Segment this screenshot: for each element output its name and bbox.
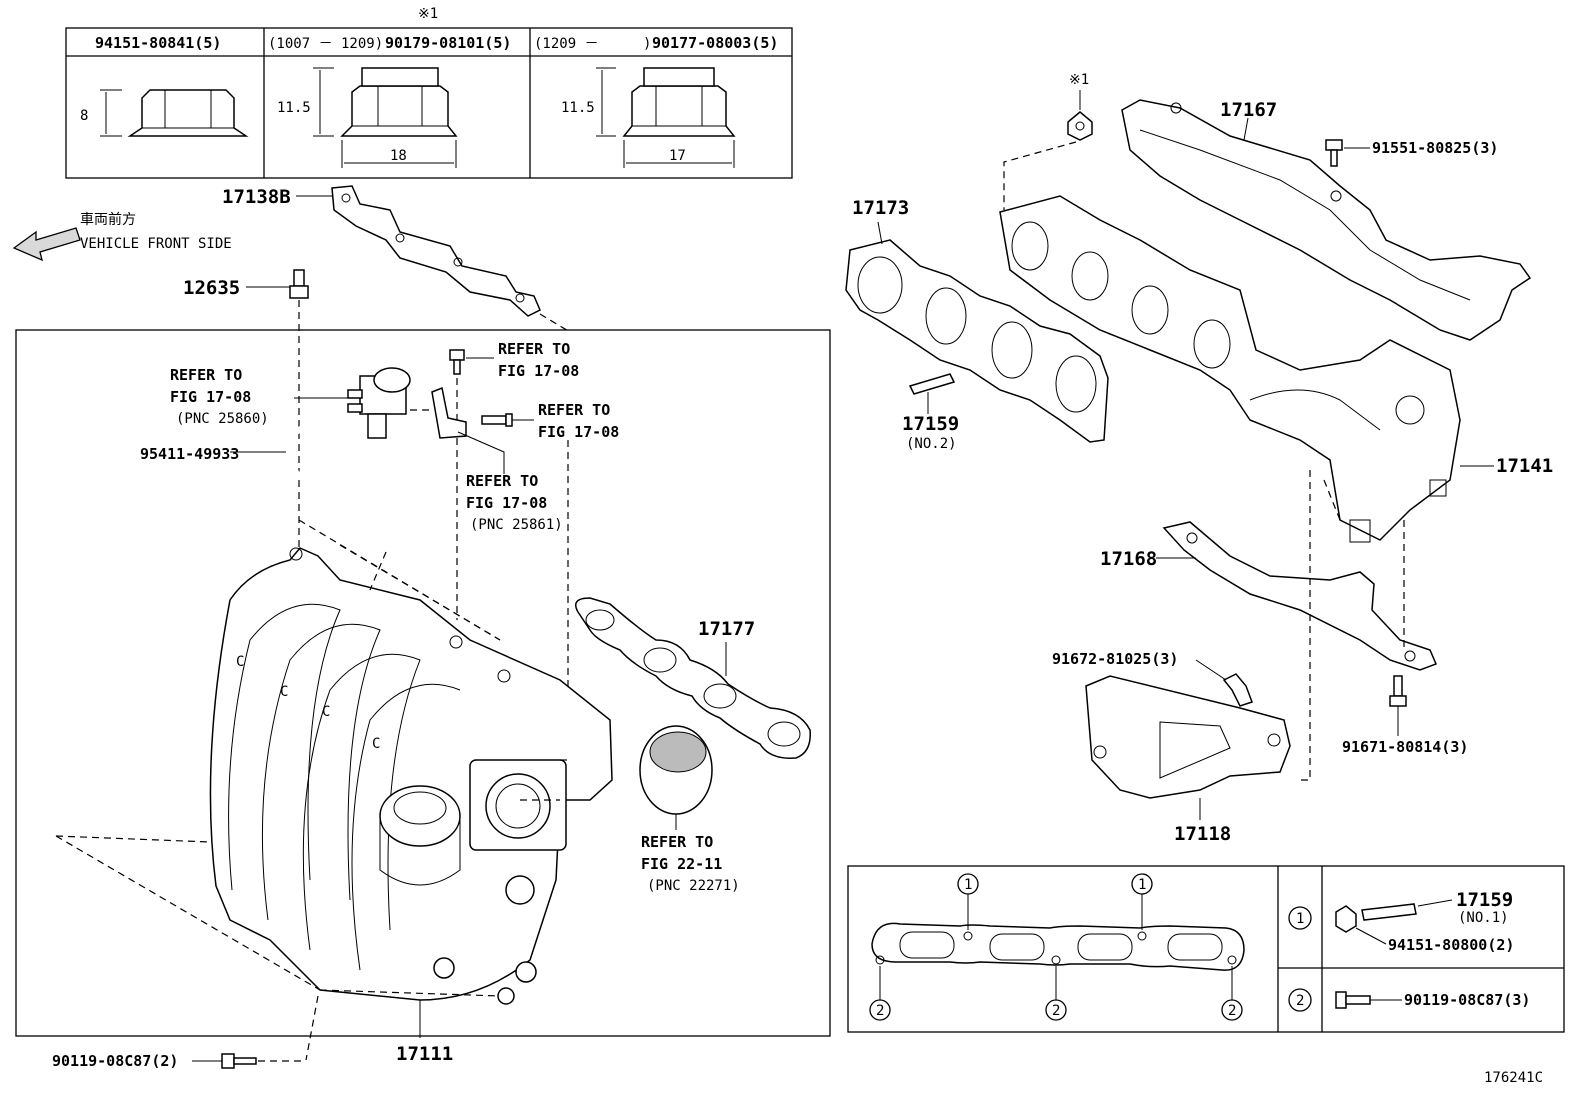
vsv-bracket — [410, 386, 534, 474]
bolt-91672: 91672-81025(3) — [1052, 650, 1253, 707]
refer5-line3: (PNC 22271) — [647, 878, 740, 894]
label-17159-no2: 17159 — [902, 413, 959, 435]
callout-marker-1b: 1 — [1131, 873, 1153, 930]
legend-row-2: 2 90119-08C87(3) — [1288, 988, 1530, 1012]
legend-17159-sub: (NO.1) — [1458, 910, 1509, 926]
svg-text:2: 2 — [876, 1003, 884, 1019]
nut-note-label: ※1 — [1069, 72, 1089, 88]
callout-marker-2c: 2 — [1221, 966, 1243, 1021]
figure-id: 176241C — [1484, 1070, 1543, 1086]
flange-nut-drawing-3: 11.5 17 — [561, 67, 736, 168]
stud-12635: 12635 — [183, 269, 309, 550]
fastener-table: 94151-80841(5) ※1 (1007 － 1209) 90179-08… — [65, 6, 793, 179]
svg-text:C: C — [236, 654, 244, 670]
intake-group-frame — [15, 329, 831, 1037]
refer3-line2: FIG 17-08 — [538, 423, 619, 441]
label-17141: 17141 — [1496, 455, 1553, 477]
intake-gasket-17177: 17177 — [575, 597, 811, 759]
label-12635: 12635 — [183, 277, 240, 299]
front-arrow-icon — [12, 227, 81, 262]
nut-note-1: ※1 — [1003, 72, 1093, 210]
label-17159-no2-sub: (NO.2) — [906, 436, 957, 452]
legend-94151: 94151-80800(2) — [1388, 936, 1514, 954]
note-mark-1: ※1 — [418, 6, 438, 22]
vsv-valve — [294, 367, 411, 439]
label-17118: 17118 — [1174, 823, 1231, 845]
refer4-line1: REFER TO — [466, 472, 538, 490]
label-17177: 17177 — [698, 618, 755, 640]
flange-nut-drawing-1: 8 — [80, 89, 249, 137]
refer5-line2: FIG 22-11 — [641, 855, 722, 873]
legend-17159: 17159 — [1456, 889, 1513, 911]
table-col2-range: (1007 － 1209) — [268, 36, 383, 52]
vehicle-front-indicator: 車両前方 VEHICLE FRONT SIDE — [12, 211, 232, 262]
nut3-height-dim: 11.5 — [561, 100, 595, 116]
nut2-width-dim: 18 — [390, 148, 407, 164]
refer3-line1: REFER TO — [538, 401, 610, 419]
refer1-line3: (PNC 25860) — [176, 411, 269, 427]
refer2-line2: FIG 17-08 — [498, 362, 579, 380]
label-95411: 95411-49933 — [140, 445, 239, 463]
callout-marker-1a: 1 — [957, 873, 979, 930]
legend-90119: 90119-08C87(3) — [1404, 991, 1530, 1009]
label-90119-left: 90119-08C87(2) — [52, 1052, 178, 1070]
svg-text:2: 2 — [1052, 1003, 1060, 1019]
bolt-91671: 91671-80814(3) — [1342, 675, 1468, 756]
label-17173: 17173 — [852, 197, 909, 219]
intake-manifold-17111: C C C C — [209, 547, 613, 1005]
legend-row1-marker: 1 — [1296, 911, 1304, 927]
bolt-91551: 91551-80825(3) — [1325, 139, 1498, 167]
svg-text:1: 1 — [964, 877, 972, 893]
bracket-17118: 17118 — [1085, 470, 1311, 845]
svg-text:C: C — [322, 704, 330, 720]
exhaust-gasket-17173: 17173 — [845, 197, 1109, 443]
stud-17159-no2: 17159 (NO.2) — [902, 373, 959, 452]
label-91551: 91551-80825(3) — [1372, 139, 1498, 157]
label-91671: 91671-80814(3) — [1342, 738, 1468, 756]
table-col1-header: 94151-80841(5) — [95, 34, 221, 52]
callout-marker-2a: 2 — [869, 966, 891, 1021]
refer1-line2: FIG 17-08 — [170, 388, 251, 406]
heat-insulator-17167: 17167 — [1121, 99, 1532, 341]
refer2-line1: REFER TO — [498, 340, 570, 358]
callout-marker-2b: 2 — [1045, 966, 1067, 1021]
label-17111: 17111 — [396, 1043, 453, 1065]
nut3-width-dim: 17 — [669, 148, 686, 164]
front-label-en: VEHICLE FRONT SIDE — [80, 236, 232, 252]
refer4-line3: (PNC 25861) — [470, 517, 563, 533]
refer1-line1: REFER TO — [170, 366, 242, 384]
table-col2-header: 90179-08101(5) — [385, 34, 511, 52]
table-col3-header: 90177-08003(5) — [652, 34, 778, 52]
table-col3-range-close: ) — [643, 36, 651, 52]
exhaust-manifold-17141: 17141 — [999, 195, 1553, 543]
legend-box: 1 1 2 2 2 1 17159 (NO.1) 94151-80 — [847, 865, 1565, 1033]
vacuum-hose-95411: 95411-49933 — [140, 417, 390, 553]
refer5-line1: REFER TO — [641, 833, 713, 851]
flange-nut-drawing-2: 11.5 18 — [277, 67, 458, 168]
svg-text:C: C — [372, 736, 380, 752]
front-label-jp: 車両前方 — [80, 211, 136, 228]
throttle-gasket — [639, 725, 713, 830]
legend-row-1: 1 17159 (NO.1) 94151-80800(2) — [1288, 889, 1514, 954]
refer4-line2: FIG 17-08 — [466, 494, 547, 512]
svg-text:2: 2 — [1228, 1003, 1236, 1019]
label-17167: 17167 — [1220, 99, 1277, 121]
label-91672: 91672-81025(3) — [1052, 650, 1178, 668]
bracket-17138B: 17138B — [222, 185, 571, 333]
bolt-refer-2 — [449, 349, 494, 620]
bolt-90119-left: 90119-08C87(2) — [52, 1052, 304, 1070]
svg-text:C: C — [280, 684, 288, 700]
nut1-height-dim: 8 — [80, 108, 88, 124]
nut2-height-dim: 11.5 — [277, 100, 311, 116]
label-17138B: 17138B — [222, 186, 291, 208]
label-17168: 17168 — [1100, 548, 1157, 570]
svg-text:1: 1 — [1138, 877, 1146, 893]
legend-row2-marker: 2 — [1296, 993, 1304, 1009]
heat-insulator-17168: 17168 — [1100, 520, 1437, 671]
table-col3-range: (1209 － — [534, 36, 599, 52]
